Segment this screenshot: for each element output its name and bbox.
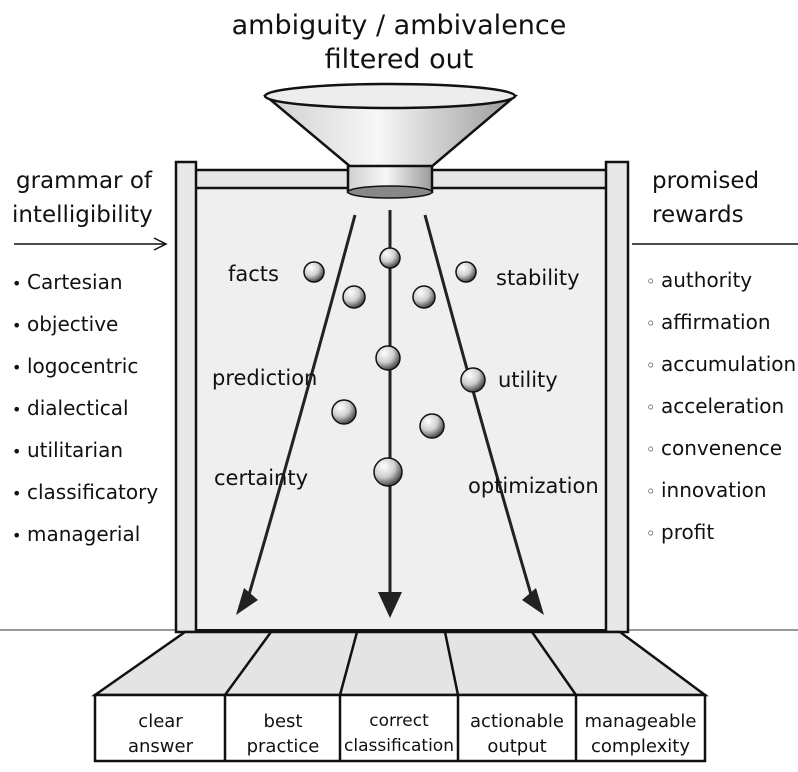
- ball: [380, 248, 400, 268]
- list-item: •utilitarian: [12, 440, 158, 482]
- grammar-list: •Cartesian •objective •logocentric •dial…: [12, 272, 158, 566]
- ball: [461, 368, 485, 392]
- ball: [376, 346, 400, 370]
- ball: [304, 262, 324, 282]
- list-item: ◦authority: [646, 270, 796, 312]
- flow-label-certainty: certainty: [214, 466, 308, 490]
- flow-label-stability: stability: [496, 266, 580, 290]
- left-heading-line-2: intelligibility: [12, 200, 153, 230]
- list-item: ◦accumulation: [646, 354, 796, 396]
- list-item: •objective: [12, 314, 158, 356]
- list-item: •logocentric: [12, 356, 158, 398]
- ball: [456, 262, 476, 282]
- list-item: ◦innovation: [646, 480, 796, 522]
- ball: [374, 458, 402, 486]
- right-post: [606, 162, 628, 632]
- flow-label-facts: facts: [228, 262, 279, 286]
- list-item: ◦affirmation: [646, 312, 796, 354]
- title-line-2: filtered out: [0, 44, 798, 76]
- ball: [413, 286, 435, 308]
- list-item: ◦convenence: [646, 438, 796, 480]
- flow-label-prediction: prediction: [212, 366, 317, 390]
- rewards-list: ◦authority ◦affirmation ◦accumulation ◦a…: [646, 270, 796, 564]
- right-heading-line-2: rewards: [652, 200, 744, 230]
- ball: [343, 286, 365, 308]
- title-line-1: ambiguity / ambivalence: [0, 10, 798, 42]
- right-heading-line-1: promised: [652, 166, 759, 196]
- list-item: •Cartesian: [12, 272, 158, 314]
- list-item: ◦acceleration: [646, 396, 796, 438]
- list-item: •dialectical: [12, 398, 158, 440]
- flow-label-utility: utility: [498, 368, 558, 392]
- ball: [332, 400, 356, 424]
- left-post: [176, 162, 196, 632]
- ball: [420, 414, 444, 438]
- list-item: •classificatory: [12, 482, 158, 524]
- list-item: ◦profit: [646, 522, 796, 564]
- list-item: •managerial: [12, 524, 158, 566]
- left-heading-line-1: grammar of: [16, 166, 152, 196]
- flow-label-optimization: optimization: [468, 474, 599, 498]
